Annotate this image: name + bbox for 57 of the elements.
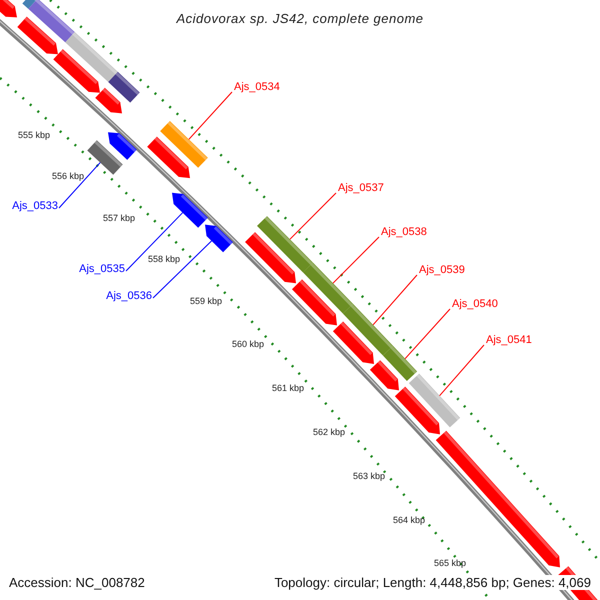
gene-label: Ajs_0534 [234, 81, 280, 94]
leader-line [126, 212, 184, 272]
gene-label: Ajs_0538 [381, 226, 427, 239]
gene-label: Ajs_0540 [452, 298, 498, 311]
accession-text: Accession: NC_008782 [9, 575, 145, 590]
pointed-gene-block [0, 0, 17, 18]
gene-block [108, 72, 140, 103]
scale-label: 562 kbp [313, 427, 346, 438]
pointed-gene-block [172, 192, 208, 228]
pointed-gene-block [292, 279, 337, 326]
leader-line [439, 344, 484, 396]
gene-label: Ajs_0535 [79, 263, 125, 276]
scale-label: 564 kbp [393, 515, 426, 526]
pointed-gene-block [108, 132, 137, 160]
pointed-gene-block [205, 224, 233, 252]
gene-label: Ajs_0537 [338, 182, 384, 195]
scale-label: 556 kbp [52, 171, 84, 182]
pointed-gene-block [245, 232, 296, 284]
gene-label: Ajs_0541 [486, 334, 532, 347]
scale-label: 560 kbp [232, 339, 264, 350]
gene-block [28, 0, 75, 42]
diagram-title: Acidovorax sp. JS42, complete genome [175, 10, 425, 28]
scale-label: 559 kbp [190, 296, 222, 307]
scale-label: 557 kbp [103, 213, 136, 224]
gene-label: Ajs_0539 [419, 264, 465, 277]
scale-label: 561 kbp [272, 383, 304, 394]
pointed-gene-block [53, 49, 100, 93]
scale-label: 565 kbp [434, 558, 466, 569]
pointed-gene-block [436, 430, 560, 568]
genome-info-text: Topology: circular; Length: 4,448,856 bp; Genes: 4,069 [274, 575, 591, 590]
scale-label: 555 kbp [18, 130, 50, 141]
leader-line [188, 92, 232, 140]
pointed-gene-block [95, 88, 122, 114]
scale-label: 558 kbp [148, 254, 180, 265]
leader-line [58, 162, 101, 208]
pointed-gene-block [332, 322, 374, 364]
gene-block [302, 262, 354, 314]
scale-label: 563 kbp [353, 471, 386, 482]
pointed-gene-block [17, 16, 58, 54]
leader-line [372, 274, 418, 326]
leader-line [332, 236, 380, 284]
gene-block [408, 374, 460, 428]
gene-label: Ajs_0536 [106, 290, 152, 303]
gene-block [342, 304, 394, 356]
gene-block [87, 140, 123, 175]
leader-line [152, 240, 212, 298]
pointed-gene-block [394, 386, 440, 434]
gene-block [160, 121, 208, 168]
pointed-gene-block [370, 360, 399, 390]
gene-block [257, 216, 313, 272]
gene-label: Ajs_0533 [12, 200, 58, 213]
leader-line [290, 192, 336, 240]
gene-block [65, 32, 118, 82]
gene-block [382, 346, 418, 382]
leader-line [404, 308, 450, 360]
pointed-gene-block [147, 136, 190, 178]
gene-block [22, 0, 38, 9]
